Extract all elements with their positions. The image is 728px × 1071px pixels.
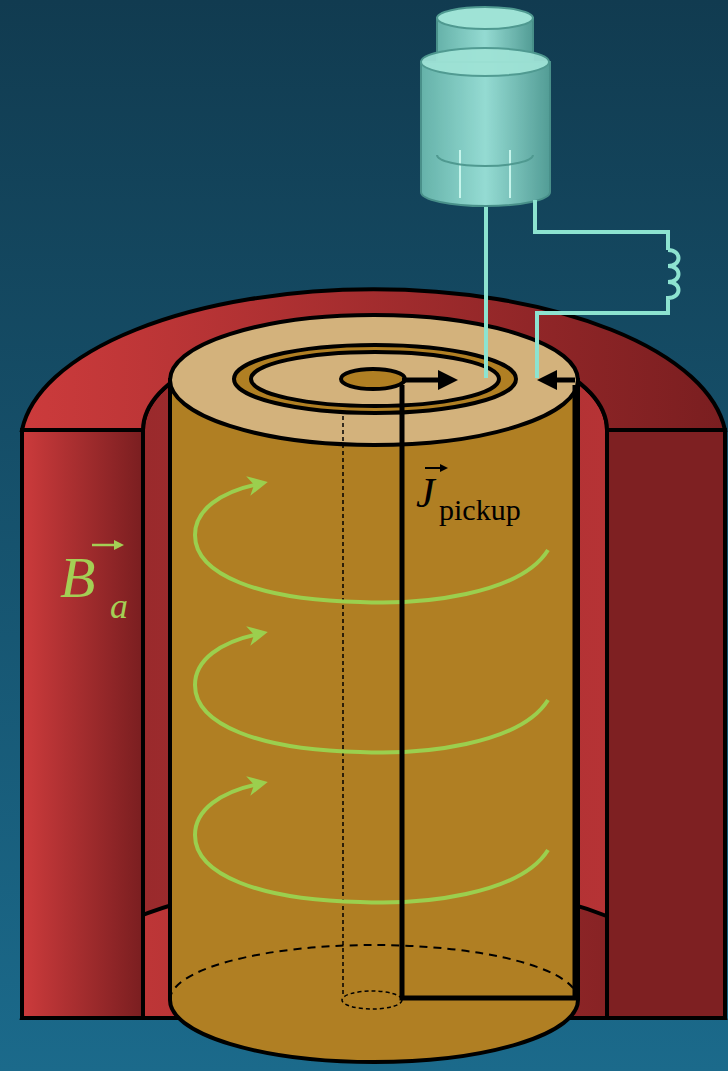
arrowhead <box>438 370 458 390</box>
field-symbol: B <box>60 549 95 607</box>
pickup-loop <box>402 385 575 998</box>
center-hole <box>341 369 405 389</box>
magnet-rim <box>22 289 725 430</box>
sample-top-face <box>170 315 578 445</box>
axis-line <box>342 388 344 995</box>
pickup-ring <box>251 352 499 406</box>
arrowhead <box>537 370 557 390</box>
current-arrows <box>195 484 548 902</box>
pickup-lead <box>555 378 575 383</box>
field-subscript: a <box>110 588 128 624</box>
current-subscript: pickup <box>439 495 521 525</box>
pickup-ring <box>234 345 516 413</box>
magnet-slab <box>22 430 143 1018</box>
squid-sensor <box>421 7 550 206</box>
sample-cylinder <box>170 380 578 1062</box>
wire <box>486 200 679 378</box>
pickup-lead <box>402 378 440 383</box>
hidden-hole <box>342 991 402 1009</box>
vector-arrow <box>92 464 448 550</box>
magnet-slab <box>607 430 725 1018</box>
current-symbol: J <box>416 472 435 514</box>
